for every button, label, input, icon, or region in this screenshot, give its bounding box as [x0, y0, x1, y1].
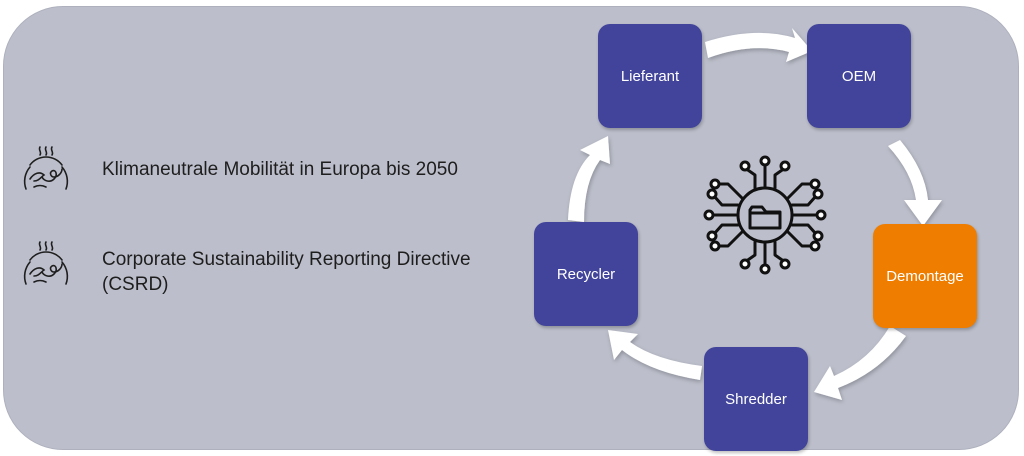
climate-icon: [23, 241, 69, 285]
node-shredder: Shredder: [704, 347, 808, 451]
arrow-oem-to-demontage: [888, 140, 942, 226]
node-lieferant: Lieferant: [598, 24, 702, 128]
node-demontage: Demontage: [873, 224, 977, 328]
arrow-shredder-to-recycler: [608, 330, 702, 380]
bullet-item-climate-neutral: Klimaneutrale Mobilität in Europa bis 20…: [20, 143, 522, 195]
node-recycler: Recycler: [534, 222, 638, 326]
arrow-demontage-to-shredder: [814, 326, 906, 400]
bullet-text: Corporate Sustainability Reporting Direc…: [102, 249, 471, 295]
node-oem: OEM: [807, 24, 911, 128]
bullet-text: Klimaneutrale Mobilität in Europa bis 20…: [102, 159, 458, 180]
arrow-recycler-to-lieferant: [568, 136, 610, 222]
arrow-lieferant-to-oem: [705, 28, 812, 62]
climate-icon: [23, 146, 69, 190]
bullet-item-csrd: Corporate Sustainability Reporting Direc…: [20, 238, 522, 297]
